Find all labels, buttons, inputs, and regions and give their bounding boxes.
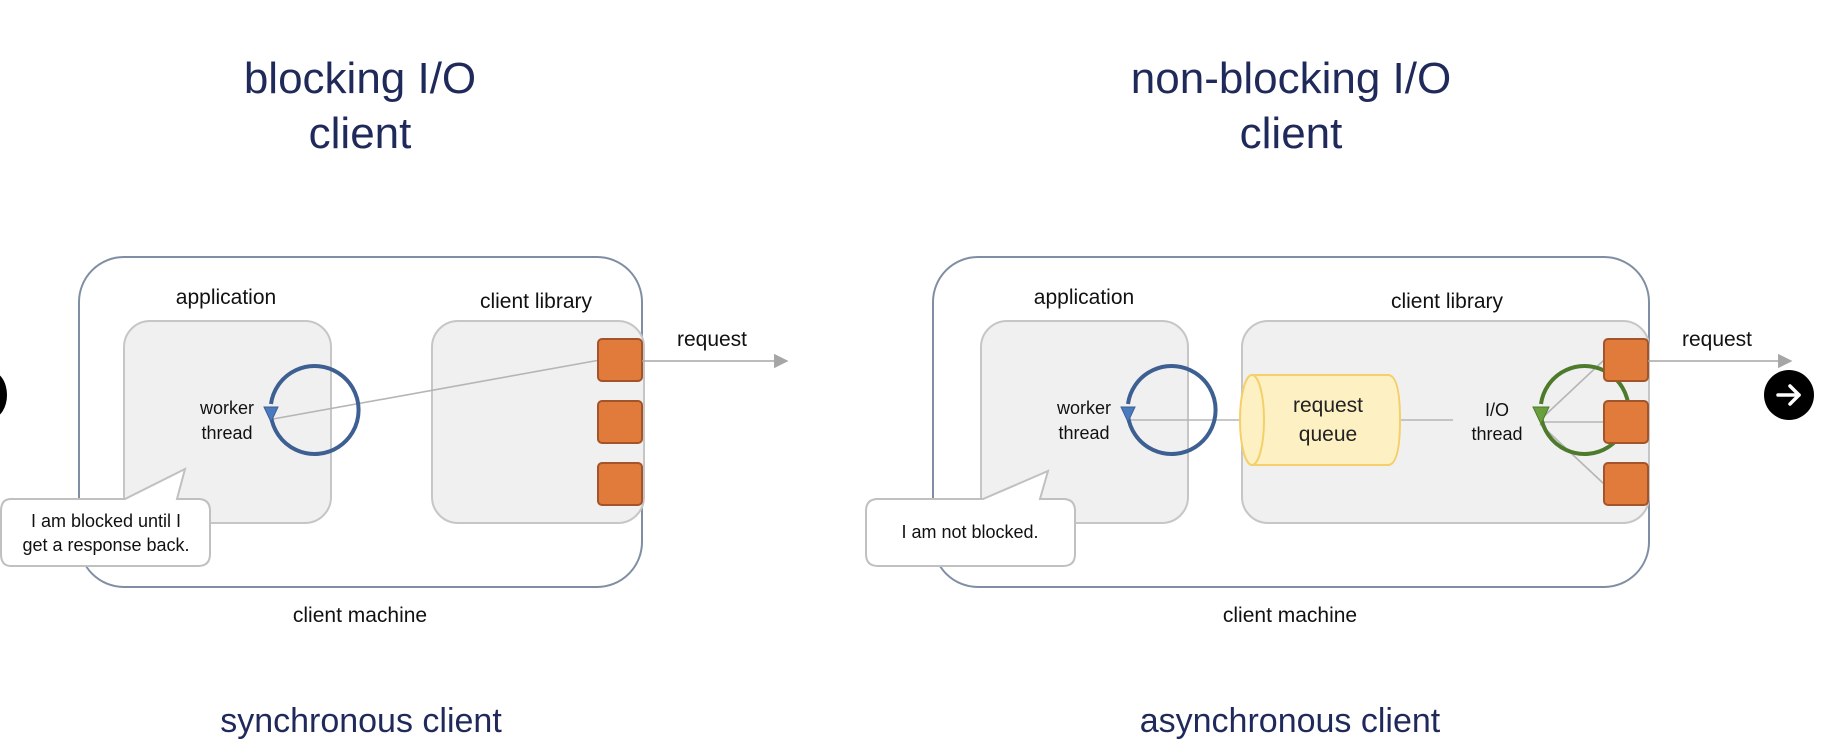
blocking-title-line1: blocking I/O	[244, 54, 476, 103]
socket-2	[597, 400, 643, 444]
application-label-async: application	[1034, 286, 1134, 309]
blocked-bubble-line2: get a response back.	[22, 535, 189, 555]
io-to-socket-1-line	[1539, 359, 1605, 421]
non-blocking-title-line1: non-blocking I/O	[1131, 54, 1451, 103]
synchronous-client-caption: synchronous client	[220, 702, 502, 740]
chevron-left-icon	[0, 372, 7, 418]
request-queue-label-line1: request	[1293, 394, 1363, 417]
blocking-title-line2: client	[309, 109, 412, 158]
socket-1	[597, 338, 643, 382]
application-label: application	[176, 286, 276, 309]
non-blocking-title-line2: client	[1240, 109, 1343, 158]
not-blocked-bubble-text: I am not blocked.	[901, 522, 1038, 542]
worker-thread-label-line2: thread	[201, 423, 252, 443]
client-library-box	[431, 320, 645, 524]
request-queue-label-line2: queue	[1299, 423, 1357, 446]
client-library-label: client library	[480, 290, 593, 313]
not-blocked-speech-bubble	[865, 469, 1076, 567]
worker-thread-icon	[263, 364, 361, 456]
client-machine-label-async: client machine	[1223, 604, 1357, 627]
prev-slide-button[interactable]	[0, 372, 7, 418]
client-machine-label: client machine	[293, 604, 427, 627]
socket-3	[597, 462, 643, 506]
client-library-label-async: client library	[1391, 290, 1504, 313]
worker-thread-label-line1: worker	[199, 398, 254, 418]
non-blocking-panel: non-blocking I/O client application clie…	[865, 54, 1793, 740]
request-label-async: request	[1682, 328, 1752, 351]
socket-async-1	[1603, 338, 1649, 382]
connection-line	[272, 359, 601, 420]
application-box-async	[980, 320, 1189, 524]
worker-thread-async-line1: worker	[1056, 398, 1111, 418]
socket-async-3	[1603, 462, 1649, 506]
blocking-panel: blocking I/O client application client l…	[0, 54, 789, 740]
next-slide-button[interactable]	[1764, 370, 1814, 420]
asynchronous-client-caption: asynchronous client	[1140, 702, 1441, 740]
application-box	[123, 320, 332, 524]
blocked-speech-bubble	[0, 467, 211, 567]
io-thread-label-line1: I/O	[1485, 400, 1509, 420]
socket-async-2	[1603, 400, 1649, 444]
worker-thread-icon-async	[1120, 364, 1218, 456]
io-thread-label-line2: thread	[1471, 424, 1522, 444]
arrow-right-icon	[1776, 384, 1801, 406]
worker-thread-async-line2: thread	[1058, 423, 1109, 443]
request-label: request	[677, 328, 747, 351]
blocked-bubble-line1: I am blocked until I	[31, 511, 181, 531]
request-queue-cylinder	[1239, 374, 1402, 466]
